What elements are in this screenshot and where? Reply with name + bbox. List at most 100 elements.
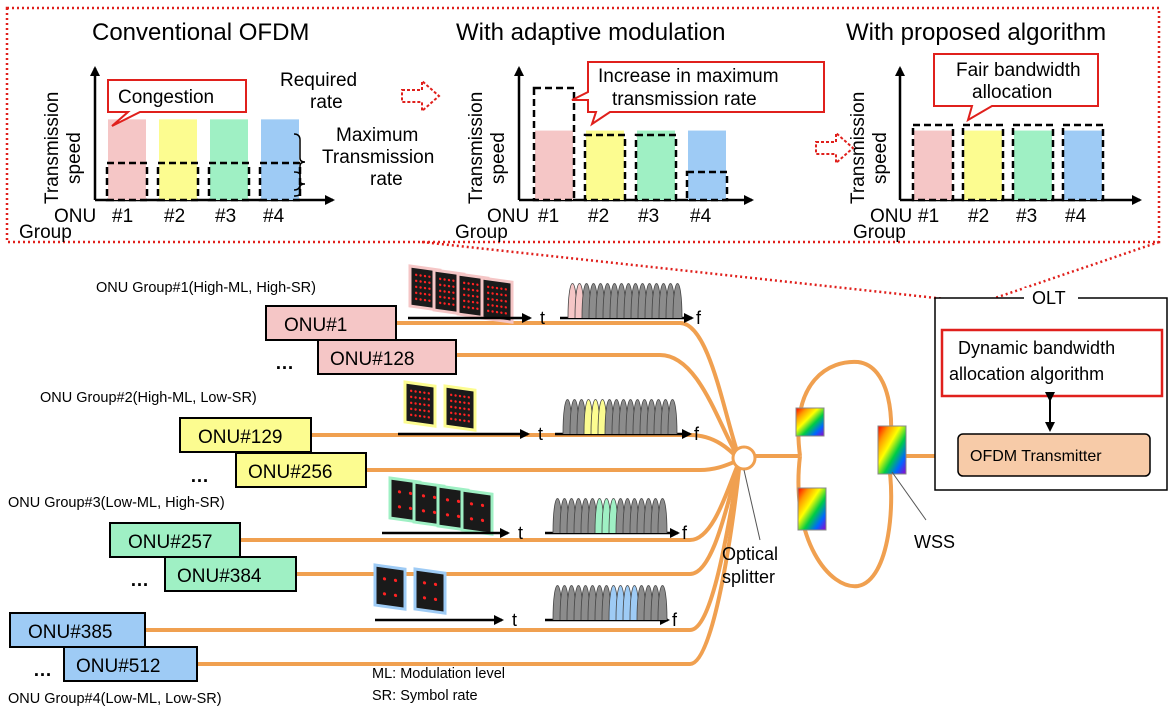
max-rate-bar <box>105 161 149 202</box>
max-rate-bar <box>685 170 729 202</box>
onu-box-first[interactable] <box>109 522 241 558</box>
panel-proposed: With proposed algorithm Transmission spe… <box>846 19 1142 243</box>
ellipsis: … <box>275 353 294 374</box>
required-label-2: rate <box>310 92 343 113</box>
y-axis-label: Transmission <box>466 92 487 204</box>
ellipsis: … <box>190 466 209 487</box>
constellation <box>443 384 477 432</box>
legend-ml: ML: Modulation level <box>372 666 505 682</box>
onu-box-last[interactable] <box>63 646 198 682</box>
callout-line-1: Fair bandwidth <box>956 60 1081 81</box>
required-rate-bar <box>108 119 146 200</box>
group-label: ONU Group#3(Low-ML, High-SR) <box>8 495 225 511</box>
constellation <box>413 567 447 615</box>
frequency-axis-label: f <box>694 424 700 444</box>
onu-first-label: ONU#129 <box>198 427 283 448</box>
constellation <box>480 276 514 324</box>
tick-1: #1 <box>918 206 939 227</box>
required-rate-bar <box>159 119 197 200</box>
fiber-onu128 <box>396 353 742 462</box>
required-rate-bar <box>210 119 248 200</box>
onu-box-last[interactable] <box>164 556 297 592</box>
splitter-label-2: splitter <box>722 567 775 587</box>
onu-first-label: ONU#385 <box>28 622 113 643</box>
onu-box-last[interactable] <box>235 452 367 488</box>
onu-first-label: ONU#257 <box>128 532 213 553</box>
legend-sr: SR: Symbol rate <box>372 688 478 704</box>
onu-box-first[interactable] <box>179 417 312 453</box>
constellation <box>403 380 437 428</box>
group-label: ONU Group#1(High-ML, High-SR) <box>96 280 316 296</box>
transition-arrow-2 <box>815 130 855 166</box>
onu-box-first[interactable] <box>9 612 146 648</box>
max-rate-bar <box>911 123 955 202</box>
dba-box <box>940 328 1164 398</box>
x-axis-label-2: Group <box>455 222 508 243</box>
callout-line-2: transmission rate <box>612 89 757 110</box>
subcarrier <box>667 399 678 435</box>
ofdm-transmitter-label: OFDM Transmitter <box>970 448 1102 465</box>
onu-last-label: ONU#512 <box>76 656 161 677</box>
max-rate-bar <box>207 161 251 202</box>
x-axis-label-2: Group <box>853 222 906 243</box>
required-rate-bar <box>1014 130 1052 200</box>
max-rate-bar <box>1061 123 1105 202</box>
onu-group-4: ONU Group#4(Low-ML, Low-SR) ONU#385ONU#51… <box>8 563 678 707</box>
group-label: ONU Group#2(High-ML, Low-SR) <box>40 390 257 406</box>
y-axis-label-2: speed <box>64 132 85 184</box>
panel-conventional: Conventional OFDM Transmission speed ONU… <box>19 19 434 243</box>
time-axis-label: t <box>518 523 523 543</box>
tick-2: #2 <box>968 206 989 227</box>
max-rate-bar <box>634 133 678 202</box>
required-rate-bar <box>1064 130 1102 200</box>
required-label: Required <box>280 70 357 91</box>
tick-3: #3 <box>1016 206 1037 227</box>
max-rate-bar <box>532 86 576 202</box>
callout-congestion: Congestion <box>118 87 214 108</box>
max-label-3: rate <box>370 169 403 190</box>
frequency-axis-label: f <box>696 308 702 328</box>
tick-4: #4 <box>263 206 285 227</box>
required-rate-bar <box>688 130 726 200</box>
panel-adaptive: With adaptive modulation Transmission sp… <box>455 19 825 243</box>
olt-title-bg <box>1024 288 1078 308</box>
onu-box-last[interactable] <box>317 339 457 375</box>
optical-splitter <box>731 445 757 471</box>
ellipsis: … <box>130 570 149 591</box>
subcarrier <box>657 585 668 621</box>
callout-box <box>933 53 1099 123</box>
callout-line-1: Increase in maximum <box>598 66 779 87</box>
required-rate-bar <box>261 119 299 200</box>
fiber-onu512 <box>197 459 742 666</box>
time-axis-label: t <box>540 308 545 328</box>
subcarrier <box>672 283 683 319</box>
frequency-axis-label: f <box>682 523 688 543</box>
onu-group-2: ONU Group#2(High-ML, Low-SR) ONU#129ONU#2… <box>40 380 700 488</box>
time-axis-label: t <box>538 424 543 444</box>
panel-title: With adaptive modulation <box>456 19 725 46</box>
x-axis-label: ONU <box>54 206 96 227</box>
max-brace <box>293 171 306 197</box>
onu-group-3: ONU Group#3(Low-ML, High-SR) ONU#257ONU#3… <box>8 476 688 592</box>
fiber-onu256 <box>366 458 741 472</box>
callout-box <box>571 61 825 127</box>
wss-pointer <box>891 471 927 521</box>
top-panel-frame <box>5 6 1161 244</box>
group-label: ONU Group#4(Low-ML, Low-SR) <box>8 691 222 707</box>
max-rate-bar <box>156 161 200 202</box>
onu-last-label: ONU#384 <box>177 566 262 587</box>
y-axis-label-2: speed <box>488 132 509 184</box>
tick-4: #4 <box>1065 206 1087 227</box>
panel-title: Conventional OFDM <box>92 19 309 46</box>
onu-last-label: ONU#256 <box>248 462 333 483</box>
wss-label: WSS <box>914 532 955 552</box>
transition-arrow-1 <box>401 78 441 114</box>
olt-box: OLT Dynamic bandwidth allocation algorit… <box>934 288 1168 491</box>
constellation <box>460 488 494 536</box>
wss-block-bottom <box>797 487 827 531</box>
x-axis-label: ONU <box>870 206 912 227</box>
ofdm-transmitter <box>957 433 1151 477</box>
fiber-ring <box>796 359 894 589</box>
y-axis-label: Transmission <box>848 92 869 204</box>
callout-line-2: allocation <box>972 82 1052 103</box>
